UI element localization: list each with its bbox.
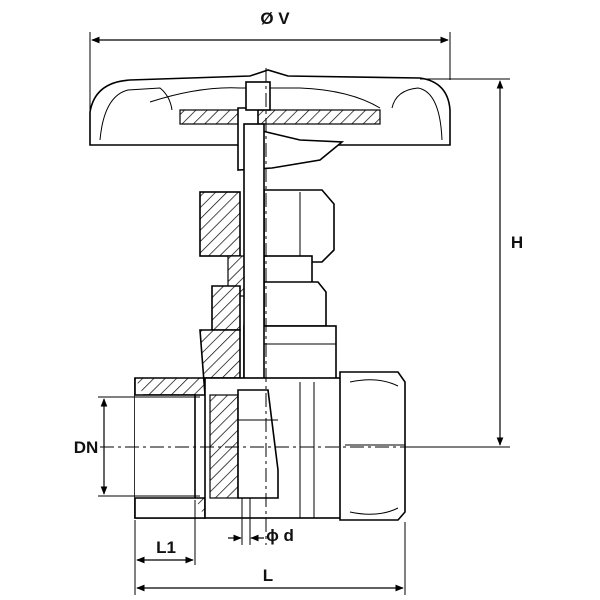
- dimension-thread-length: L1: [134, 500, 196, 595]
- label-height: H: [511, 233, 523, 252]
- packing-nut: [199, 189, 335, 263]
- label-thread-length: L1: [156, 538, 176, 557]
- handwheel: [89, 69, 451, 171]
- stem: [243, 123, 265, 383]
- label-handwheel-diameter: Ø V: [260, 9, 290, 28]
- valve-body: [134, 329, 406, 521]
- label-length: L: [263, 566, 273, 585]
- label-stem-diameter: ϕ d: [266, 526, 294, 545]
- dimension-stem-diameter: ϕ d: [228, 498, 294, 545]
- dimension-handwheel-diameter: Ø V: [89, 9, 451, 145]
- dimension-nominal-diameter: DN: [74, 396, 200, 497]
- label-nominal-diameter: DN: [74, 438, 99, 457]
- dimension-length: L: [136, 522, 406, 595]
- dimension-height: H: [405, 78, 523, 448]
